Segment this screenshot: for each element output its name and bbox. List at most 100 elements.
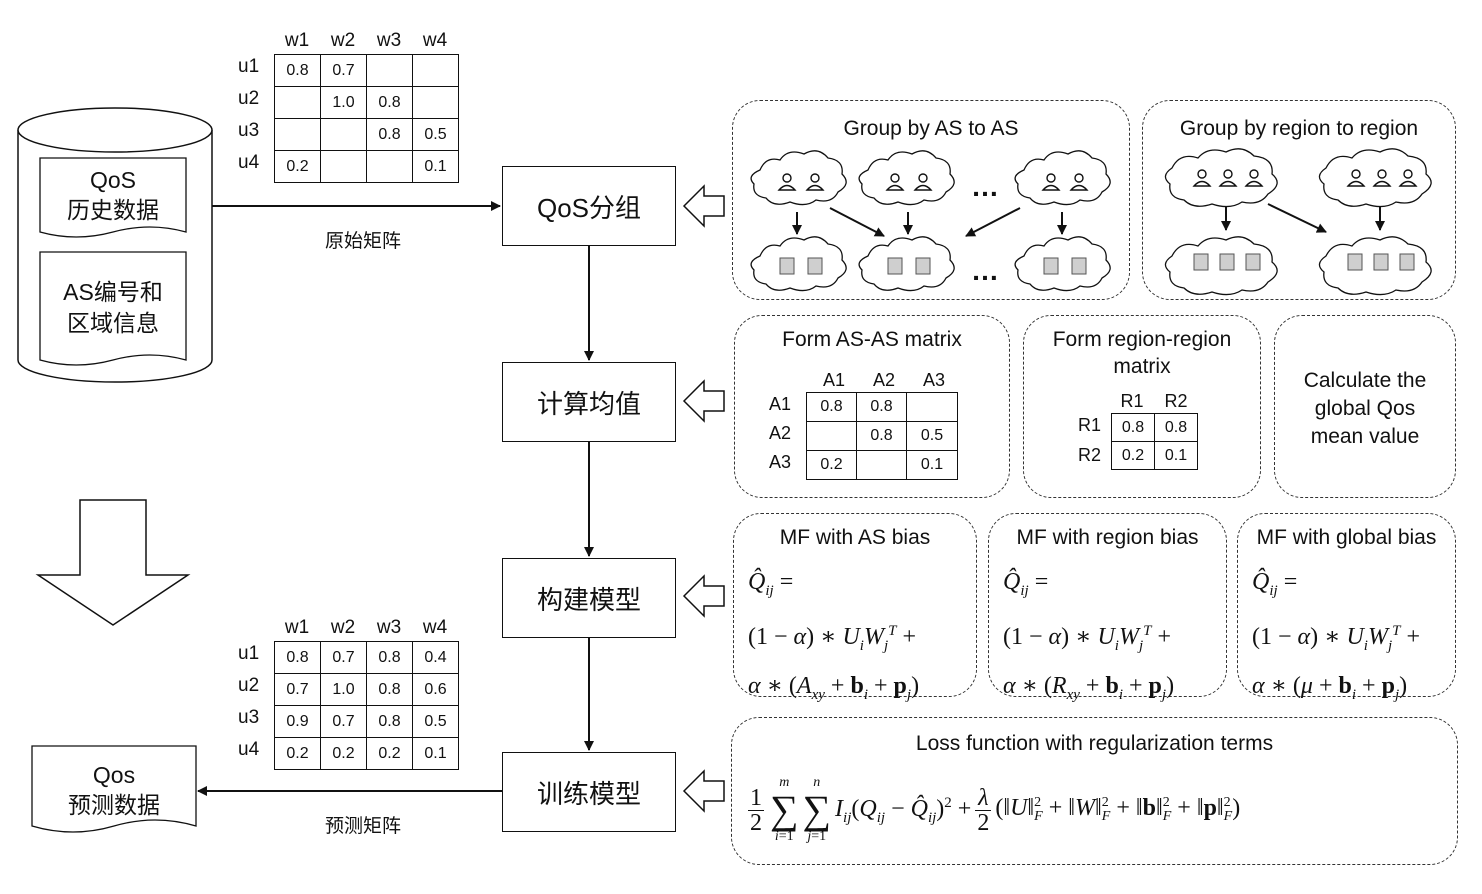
matrix-cell: 0.1	[906, 450, 958, 480]
matrix-cell: 0.5	[412, 118, 459, 151]
matrix-cell: 1.0	[320, 673, 367, 706]
source-asinfo-doc: AS编号和 区域信息	[40, 277, 186, 339]
doc-output-shape	[31, 745, 197, 833]
matrix-cell: 0.2	[366, 737, 413, 770]
matrix-cell: 0.2	[1111, 441, 1155, 470]
original-matrix: w1 w2 w3 w4 u1 u2 u3 u4 0.8 0.7 1.0 0.8 …	[238, 30, 468, 185]
matrix-cell	[320, 118, 367, 151]
panel-mf-global: MF with global bias Q̂ij = (1 − α) ∗ UiW…	[1237, 513, 1456, 702]
matrix-col-header: w3	[376, 30, 402, 51]
matrix-cell: 0.8	[366, 705, 413, 738]
panel-as-group-title: Group by AS to AS	[843, 117, 1019, 140]
panel-loss: Loss function with regularization terms …	[731, 717, 1458, 865]
matrix-cell: 0.5	[412, 705, 459, 738]
matrix-cell: 0.2	[320, 737, 367, 770]
step-train-model: 训练模型	[502, 752, 676, 832]
as-group-graphics	[750, 150, 1111, 292]
panel-mf-global-title: MF with global bias	[1256, 526, 1437, 549]
panel-global-mean: Calculate the global Qos mean value	[1274, 315, 1456, 498]
matrix-cell: 0.7	[320, 54, 367, 87]
panel-mf-region: MF with region bias Q̂ij = (1 − α) ∗ UiW…	[988, 513, 1227, 702]
matrix-cell: 0.9	[274, 705, 321, 738]
matrix-row-header: u4	[238, 739, 260, 760]
matrix-cell	[412, 54, 459, 87]
matrix-col-header: w4	[422, 617, 448, 638]
matrix-cell: 0.8	[1154, 413, 1198, 442]
step-qos-group: QoS分组	[502, 166, 676, 246]
step-build-model: 构建模型	[502, 558, 676, 638]
as-group-arrows	[792, 207, 1067, 237]
region-server-icons	[1193, 253, 1415, 271]
matrix-cell	[320, 150, 367, 183]
matrix-cell: 0.8	[366, 673, 413, 706]
panel-as-matrix-title: Form AS-AS matrix	[782, 328, 962, 351]
source-history-doc: QoS 历史数据	[40, 165, 186, 225]
panel-global-mean-line1: Calculate the	[1303, 369, 1427, 392]
matrix-row-header: u1	[238, 56, 260, 77]
matrix-cell: 0.7	[320, 641, 367, 674]
panel-as-group: Group by AS to AS … …	[732, 100, 1130, 300]
matrix-cell: 0.2	[806, 450, 857, 480]
matrix-cell: 0.8	[366, 86, 413, 119]
matrix-cell: 0.1	[1154, 441, 1198, 470]
matrix-col-header: w2	[330, 617, 356, 638]
matrix-cell	[806, 421, 857, 451]
matrix-row-header: R1	[1078, 415, 1102, 435]
matrix-col-header: R1	[1120, 391, 1144, 411]
hollow-arrow-train	[682, 769, 725, 813]
matrix-cell: 0.8	[366, 641, 413, 674]
panel-as-matrix: Form AS-AS matrix A1 A2 A3 A1 A2 A3 0.8 …	[734, 315, 1010, 498]
matrix-cell	[366, 150, 413, 183]
hollow-arrow-build	[682, 574, 725, 618]
matrix-cell: 0.8	[806, 392, 857, 422]
matrix-col-header: A3	[922, 370, 946, 390]
output-doc: Qos 预测数据	[32, 760, 196, 820]
matrix-cell: 0.1	[412, 737, 459, 770]
matrix-cell	[366, 54, 413, 87]
matrix-col-header: w1	[284, 30, 310, 51]
panel-mf-as-title: MF with AS bias	[779, 526, 931, 549]
matrix-cell	[274, 118, 321, 151]
source-history-line1: QoS	[89, 167, 137, 193]
matrix-col-header: w2	[330, 30, 356, 51]
matrix-cell	[274, 86, 321, 119]
hollow-arrow-mean	[682, 379, 725, 423]
source-history-line2: 历史数据	[67, 197, 159, 223]
source-asinfo-line2: 区域信息	[67, 310, 159, 336]
matrix-cell: 0.2	[274, 150, 321, 183]
hollow-arrow-group	[682, 184, 725, 228]
matrix-row-header: R2	[1078, 445, 1102, 465]
matrix-row-header: A2	[769, 423, 792, 443]
matrix-cell: 0.2	[274, 737, 321, 770]
matrix-cell: 0.8	[856, 421, 907, 451]
panel-global-mean-line2: global Qos	[1314, 397, 1416, 420]
matrix-cell	[856, 450, 907, 480]
matrix-row-header: u1	[238, 643, 260, 664]
matrix-cell	[412, 86, 459, 119]
ellipsis-top: …	[971, 171, 999, 202]
formula-mf-global: Q̂ij = (1 − α) ∗ UiWjT + α ∗ (μ + bi + p…	[1252, 569, 1421, 703]
original-matrix-label: 原始矩阵	[325, 231, 402, 252]
predicted-matrix: w1 w2 w3 w4 u1 u2 u3 u4 0.8 0.7 0.8 0.4 …	[238, 617, 468, 772]
doc-asinfo-shape	[39, 251, 187, 366]
output-line2: 预测数据	[68, 792, 160, 818]
panel-region-matrix-title-1: Form region-region	[1052, 328, 1232, 351]
matrix-row-header: u2	[238, 675, 260, 696]
matrix-cell: 0.8	[1111, 413, 1155, 442]
formula-mf-as: Q̂ij = (1 − α) ∗ UiWjT + α ∗ (Axy + bi +…	[748, 569, 920, 703]
matrix-cell: 0.8	[366, 118, 413, 151]
matrix-col-header: A1	[822, 370, 846, 390]
formula-mf-region: Q̂ij = (1 − α) ∗ UiWjT + α ∗ (Rxy + bi +…	[1003, 569, 1175, 703]
matrix-row-header: u3	[238, 120, 260, 141]
step-compute-mean: 计算均值	[502, 362, 676, 442]
panel-region-matrix: Form region-region matrix R1 R2 R1 R2 0.…	[1023, 315, 1261, 498]
matrix-row-header: u3	[238, 707, 260, 728]
matrix-cell: 0.5	[906, 421, 958, 451]
as-server-icons	[779, 257, 1087, 275]
region-group-arrows	[1221, 203, 1385, 233]
matrix-col-header: A2	[872, 370, 896, 390]
panel-region-matrix-title-2: matrix	[1113, 355, 1171, 378]
matrix-col-header: w3	[376, 617, 402, 638]
